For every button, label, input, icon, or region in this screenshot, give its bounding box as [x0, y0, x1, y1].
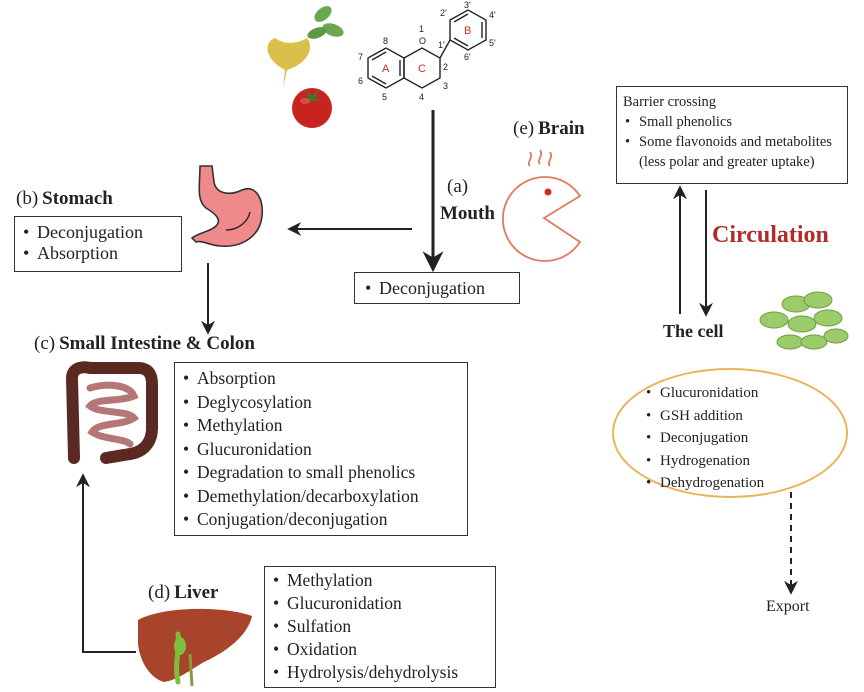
cell-reactions-oval: Glucuronidation GSH addition Deconjugati…	[612, 368, 848, 498]
atom-6: 6	[358, 76, 363, 86]
brain-label: (e) Brain	[513, 118, 585, 140]
barrier-item: Small phenolics	[623, 112, 841, 132]
barrier-title: Barrier crossing	[623, 94, 717, 110]
intestine-item: Demethylation/decarboxylation	[181, 485, 461, 509]
intestine-item: Methylation	[181, 414, 461, 438]
atom-4: 4	[419, 92, 424, 102]
mouth-letter: (a)	[447, 176, 469, 197]
food-illustration	[267, 6, 344, 128]
liver-item: Hydrolysis/dehydrolysis	[271, 661, 489, 684]
mouth-label: (a)	[447, 176, 468, 198]
intestine-item: Conjugation/deconjugation	[181, 508, 461, 532]
ring-a-label: A	[382, 63, 390, 75]
cells-icon	[759, 291, 849, 350]
liver-label: (d) Liver	[148, 582, 218, 604]
stomach-item: Absorption	[21, 243, 175, 264]
intestine-letter: (c)	[34, 333, 56, 354]
atom-3: 3	[443, 81, 448, 91]
atom-1: 1	[419, 24, 424, 34]
mouth-box: Deconjugation	[354, 272, 520, 304]
ring-b-label: B	[464, 25, 471, 37]
brain-eye	[544, 188, 552, 196]
atom-6p: 6'	[464, 52, 471, 62]
liver-item: Sulfation	[271, 615, 489, 638]
cell-item: Dehydrogenation	[644, 472, 764, 495]
intestine-item: Absorption	[181, 367, 461, 391]
mouth-name: Mouth	[440, 203, 495, 224]
stomach-name: Stomach	[42, 188, 113, 209]
ginkgo-leaf-icon	[267, 38, 311, 88]
liver-letter: (d)	[148, 582, 171, 603]
cell-item: GSH addition	[644, 405, 764, 428]
mouth-item: Deconjugation	[363, 278, 511, 299]
atom-4p: 4'	[489, 10, 496, 20]
atom-8: 8	[383, 36, 388, 46]
atom-2: 2	[443, 62, 448, 72]
liver-item: Oxidation	[271, 638, 489, 661]
atom-o: O	[419, 36, 426, 46]
cell-item: Deconjugation	[644, 427, 764, 450]
tomato-icon	[292, 88, 332, 128]
ring-c-label: C	[418, 63, 426, 75]
intestine-label: (c) Small Intestine & Colon	[34, 333, 255, 355]
liver-item: Methylation	[271, 569, 489, 592]
barrier-box: Barrier crossing Small phenolics Some fl…	[616, 86, 848, 184]
atom-5p: 5'	[489, 38, 496, 48]
intestine-name: Small Intestine & Colon	[59, 333, 255, 354]
barrier-item: Some flavonoids and metabolites	[623, 132, 841, 152]
brain-name: Brain	[538, 118, 585, 139]
atom-7: 7	[358, 52, 363, 62]
liver-item: Glucuronidation	[271, 592, 489, 615]
intestine-icon	[65, 361, 158, 464]
cell-item: Glucuronidation	[644, 382, 764, 405]
circulation-label: Circulation	[712, 222, 829, 248]
arrow-liver-to-intestine	[76, 473, 136, 653]
stomach-icon	[190, 165, 264, 247]
export-label: Export	[766, 598, 810, 615]
barrier-note: (less polar and greater uptake)	[639, 154, 815, 170]
stomach-label: (b) Stomach	[16, 188, 113, 210]
flavonoid-structure: O 1 2 3 4 5 6 7 8 1' 2' 3' 4' 5' 6' A C …	[358, 0, 496, 102]
liver-icon	[138, 608, 252, 687]
stomach-letter: (b)	[16, 188, 39, 209]
atom-3p: 3'	[464, 0, 471, 10]
cell-item: Hydrogenation	[644, 450, 764, 473]
intestine-item: Glucuronidation	[181, 438, 461, 462]
basil-leaf-icon	[314, 6, 332, 22]
intestine-item: Degradation to small phenolics	[181, 461, 461, 485]
intestine-item: Deglycosylation	[181, 391, 461, 415]
atom-2p: 2'	[440, 8, 447, 18]
atom-1p: 1'	[438, 40, 445, 50]
brain-letter: (e)	[513, 118, 535, 139]
liver-box: Methylation Glucuronidation Sulfation Ox…	[264, 566, 496, 688]
atom-5: 5	[382, 92, 387, 102]
liver-name: Liver	[174, 582, 219, 603]
stomach-item: Deconjugation	[21, 222, 175, 243]
intestine-box: Absorption Deglycosylation Methylation G…	[174, 362, 468, 536]
brain-pacman-icon	[501, 149, 582, 262]
stomach-box: Deconjugation Absorption	[14, 216, 182, 272]
cell-label: The cell	[663, 321, 724, 341]
